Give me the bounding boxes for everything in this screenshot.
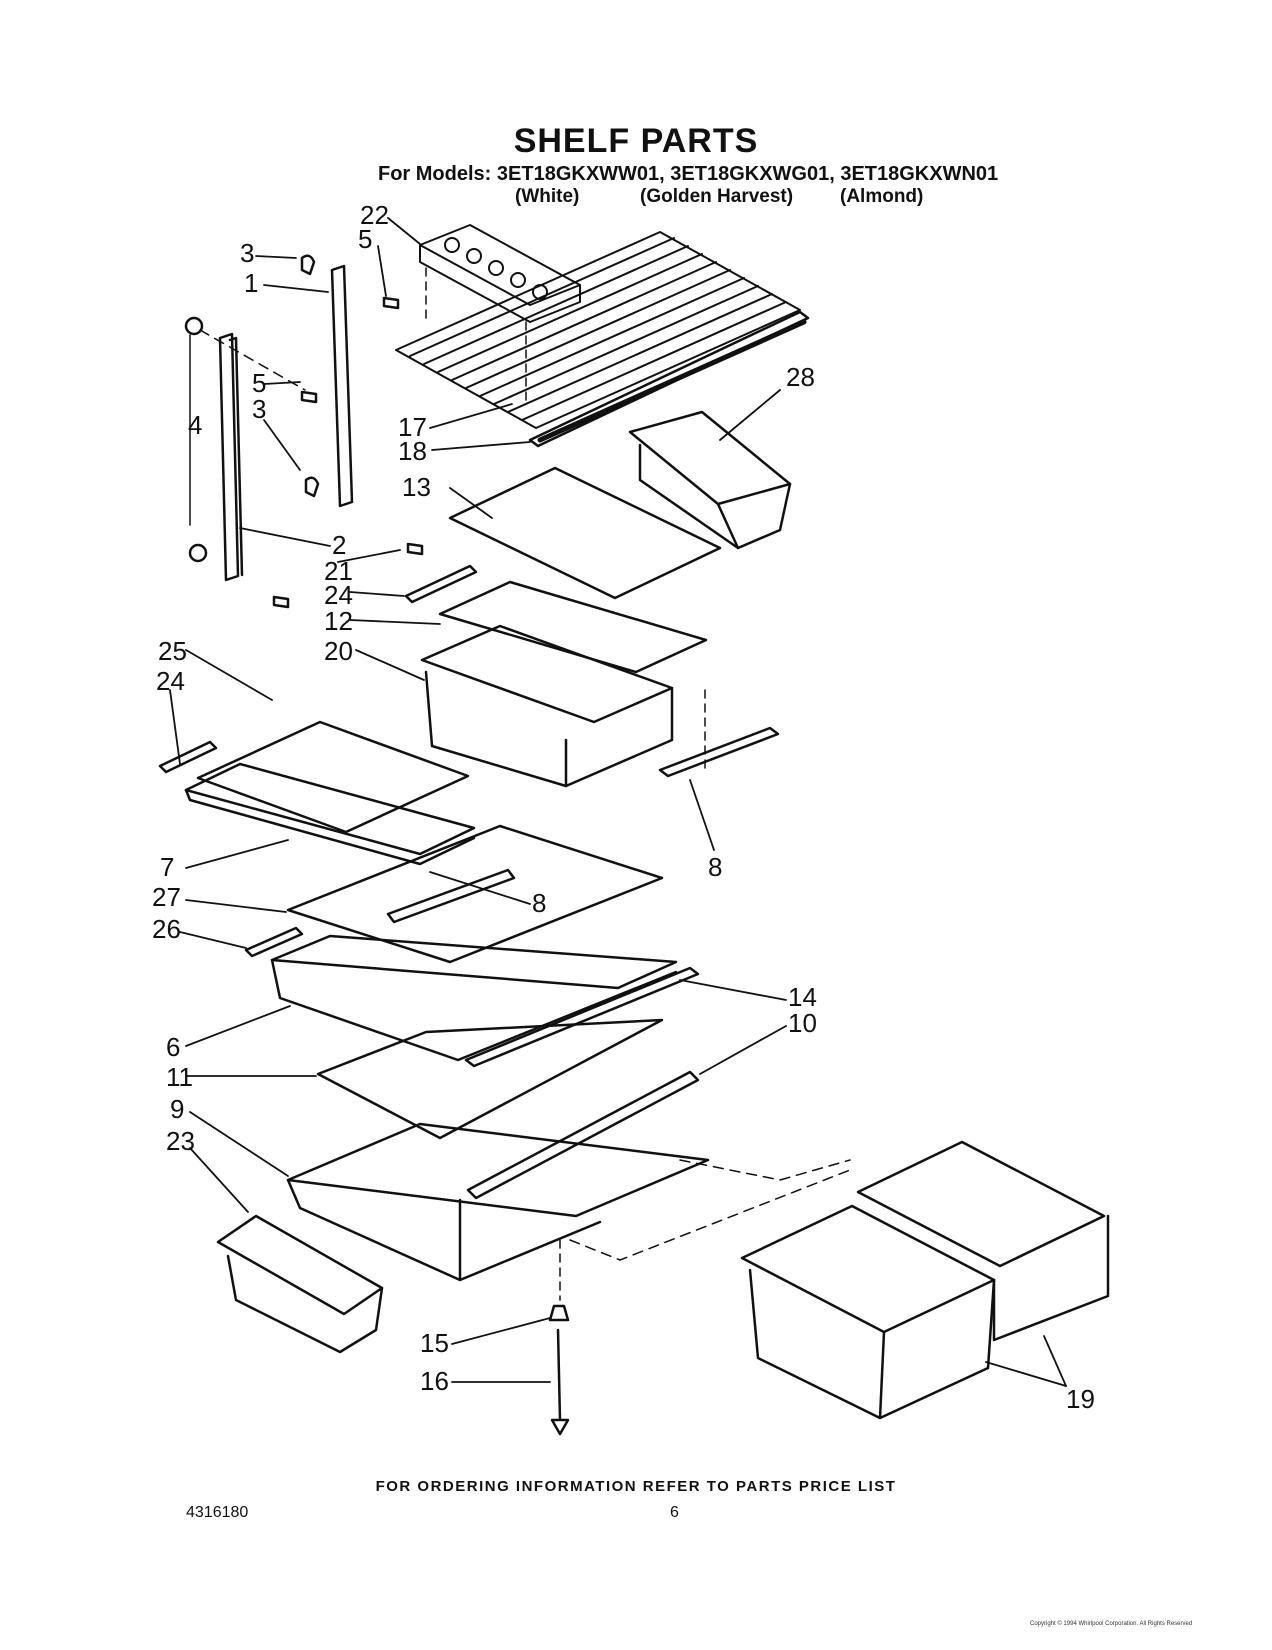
screw-5-top bbox=[382, 296, 400, 310]
screw-5-mid bbox=[300, 390, 318, 404]
glass-shelf-27 bbox=[286, 824, 664, 964]
color-white: (White) bbox=[515, 186, 580, 207]
egg-tray bbox=[419, 224, 581, 323]
callout-14: 14 bbox=[788, 982, 817, 1012]
rail-cap-bottom bbox=[188, 543, 208, 563]
trim-14 bbox=[464, 966, 700, 1068]
callout-25: 25 bbox=[158, 636, 187, 666]
screw-21b bbox=[272, 595, 290, 609]
crisper-pan-20 bbox=[420, 624, 674, 788]
callout-28: 28 bbox=[786, 362, 815, 392]
page-title: SHELF PARTS bbox=[513, 122, 759, 160]
door-bin-28 bbox=[628, 410, 792, 550]
callout-8-right: 8 bbox=[708, 852, 722, 882]
callout-24-top: 24 bbox=[324, 580, 353, 610]
callout-4: 4 bbox=[188, 410, 202, 440]
trim-10 bbox=[466, 1070, 700, 1200]
trim-8-right bbox=[658, 726, 780, 778]
shelf-frame-12 bbox=[438, 580, 708, 674]
callout-13: 13 bbox=[402, 472, 431, 502]
callout-1: 1 bbox=[244, 268, 258, 298]
callout-26: 26 bbox=[152, 914, 181, 944]
callout-12: 12 bbox=[324, 606, 353, 636]
wire-shelf bbox=[395, 231, 807, 443]
lamp-shield-16 bbox=[550, 1328, 570, 1436]
callout-11: 11 bbox=[166, 1062, 193, 1092]
callout-24-left: 24 bbox=[156, 666, 185, 696]
shelf-frame-7 bbox=[184, 762, 476, 856]
bracket-3-top bbox=[300, 254, 316, 276]
shelf-frame-6 bbox=[270, 934, 678, 990]
callout-22: 22 bbox=[360, 200, 389, 230]
color-almond: (Almond) bbox=[840, 186, 924, 207]
models-line: For Models: 3ET18GKXWW01, 3ET18GKXWG01, … bbox=[378, 163, 999, 185]
shelf-rail-upright bbox=[330, 264, 354, 508]
callout-17: 17 bbox=[398, 412, 427, 442]
callout-10: 10 bbox=[788, 1008, 817, 1038]
callout-5-mid: 5 bbox=[252, 368, 266, 398]
trim-26 bbox=[244, 926, 304, 958]
trim-24 bbox=[404, 564, 478, 604]
glass-shelf-25 bbox=[196, 720, 470, 834]
callout-27: 27 bbox=[152, 882, 181, 912]
trim-24-left bbox=[158, 740, 218, 774]
document-number: 4316180 bbox=[186, 1504, 249, 1521]
color-golden: (Golden Harvest) bbox=[640, 186, 794, 207]
callout-3-top: 3 bbox=[240, 238, 254, 268]
callout-20: 20 bbox=[324, 636, 353, 666]
screw-21a bbox=[406, 542, 424, 556]
callout-18: 18 bbox=[398, 436, 427, 466]
bracket-3-mid bbox=[304, 476, 320, 498]
callout-9: 9 bbox=[170, 1094, 184, 1124]
callout-6: 6 bbox=[166, 1032, 180, 1062]
callout-2: 2 bbox=[332, 530, 346, 560]
ordering-footer: FOR ORDERING INFORMATION REFER TO PARTS … bbox=[375, 1478, 897, 1495]
callout-19: 19 bbox=[1066, 1384, 1095, 1414]
callout-3-mid: 3 bbox=[252, 394, 266, 424]
callout-23: 23 bbox=[166, 1126, 195, 1156]
callout-15: 15 bbox=[420, 1328, 449, 1358]
copyright-notice: Copyright © 1994 Whirlpool Corporation. … bbox=[1030, 1621, 1193, 1627]
callout-5-top: 5 bbox=[358, 224, 372, 254]
door-bin-23 bbox=[216, 1214, 384, 1354]
glass-shelf-11 bbox=[316, 1018, 664, 1140]
glass-shelf-13 bbox=[448, 466, 722, 600]
crisper-drawer-left bbox=[740, 1204, 996, 1420]
crisper-cover-9 bbox=[286, 1122, 710, 1282]
callout-21: 21 bbox=[324, 556, 353, 586]
shelf-trim-18 bbox=[528, 310, 810, 448]
callout-7: 7 bbox=[160, 852, 174, 882]
crisper-drawer-right bbox=[856, 1140, 1110, 1342]
callout-8-mid: 8 bbox=[532, 888, 546, 918]
shelf-rail-left bbox=[218, 332, 244, 582]
page-number: 6 bbox=[670, 1504, 679, 1521]
lamp-socket-15 bbox=[548, 1304, 570, 1322]
callout-16: 16 bbox=[420, 1366, 449, 1396]
rail-cap-top bbox=[184, 316, 204, 336]
